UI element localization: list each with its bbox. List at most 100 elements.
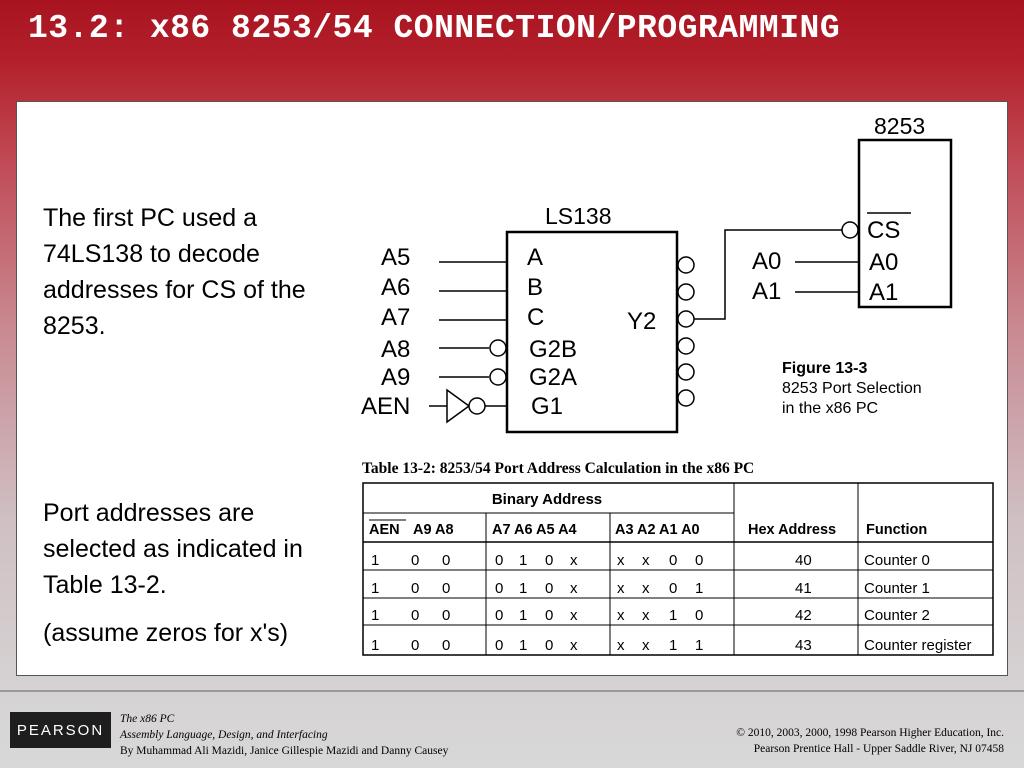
timer-input-a0: A0	[752, 248, 781, 275]
port-address-paragraph: Port addresses are selected as indicated…	[43, 499, 303, 599]
cell-a9: 0	[411, 552, 419, 569]
cell-a0: 0	[695, 607, 703, 624]
cell-a3: x	[617, 552, 625, 569]
cell-function: Counter 0	[864, 552, 930, 569]
cell-a7: 0	[495, 607, 503, 624]
timer-pin-cs: CS	[867, 217, 900, 244]
table-group-header: Binary Address	[492, 491, 602, 508]
cell-a1: 0	[669, 580, 677, 597]
cell-a5: 0	[545, 637, 553, 654]
cell-a9: 0	[411, 580, 419, 597]
ls138-chip-box	[505, 230, 679, 434]
cell-a7: 0	[495, 580, 503, 597]
book-title: The x86 PC	[120, 713, 175, 725]
table-header-function: Function	[866, 522, 927, 538]
cell-aen: 1	[371, 637, 379, 654]
cell-a0: 1	[695, 637, 703, 654]
cell-aen: 1	[371, 580, 379, 597]
table-header-a7a4: A7 A6 A5 A4	[492, 522, 577, 538]
decoder-pin-g2a: G2A	[529, 364, 577, 391]
output-bubble-y3	[677, 337, 695, 355]
table-border	[362, 482, 994, 656]
cell-a8: 0	[442, 552, 450, 569]
cell-a1: 1	[669, 637, 677, 654]
assumption-note: (assume zeros for x's)	[43, 619, 289, 647]
cell-a0: 0	[695, 552, 703, 569]
address-line-a9: A9	[381, 364, 410, 391]
output-bubble-y1	[677, 283, 695, 301]
timer-8253-chip-box	[857, 138, 953, 309]
port-address-table: Binary Address AEN A9 A8 A7 A6 A5 A4 A3 …	[362, 482, 994, 656]
cell-hex-address: 42	[795, 607, 812, 624]
table-header-hex: Hex Address	[748, 522, 836, 538]
output-bubble-y5	[677, 389, 695, 407]
copyright-text: © 2010, 2003, 2000, 1998 Pearson Higher …	[736, 727, 1004, 739]
cell-a3: x	[617, 637, 625, 654]
cell-hex-address: 40	[795, 552, 812, 569]
decoder-pin-b: B	[527, 274, 543, 301]
footer-divider	[0, 690, 1024, 692]
figure-caption-title: Figure 13-3	[782, 360, 868, 377]
cell-a2: x	[642, 607, 650, 624]
cell-function: Counter register	[864, 637, 972, 654]
cell-hex-address: 41	[795, 580, 812, 597]
cell-a4: x	[570, 607, 578, 624]
cell-a0: 1	[695, 580, 703, 597]
cell-a9: 0	[411, 637, 419, 654]
cell-a1: 1	[669, 607, 677, 624]
address-line-aen: AEN	[361, 393, 410, 420]
table-header-a9a8: A9 A8	[413, 522, 454, 538]
cell-a9: 0	[411, 607, 419, 624]
cell-a7: 0	[495, 552, 503, 569]
timer-pin-a1: A1	[869, 279, 898, 306]
figure-caption: Figure 13-3 8253 Port Selection in the x…	[782, 359, 922, 419]
cell-a6: 1	[519, 637, 527, 654]
copyright-notice: © 2010, 2003, 2000, 1998 Pearson Higher …	[736, 725, 1004, 757]
cell-a6: 1	[519, 552, 527, 569]
cell-a2: x	[642, 637, 650, 654]
intro-paragraph: The first PC used a 74LS138 to decode ad…	[43, 204, 306, 340]
cell-a5: 0	[545, 607, 553, 624]
book-credit: The x86 PC Assembly Language, Design, an…	[120, 711, 448, 759]
cell-a7: 0	[495, 637, 503, 654]
output-bubble-y4	[677, 363, 695, 381]
aen-inverter	[446, 388, 471, 424]
cell-function: Counter 2	[864, 607, 930, 624]
slide-title: 13.2: x86 8253/54 CONNECTION/PROGRAMMING	[28, 10, 841, 47]
figure-caption-line2: in the x86 PC	[782, 400, 879, 417]
address-line-a5: A5	[381, 244, 410, 271]
cell-a8: 0	[442, 580, 450, 597]
cell-a2: x	[642, 580, 650, 597]
cell-a3: x	[617, 607, 625, 624]
publisher-text: Pearson Prentice Hall - Upper Saddle Riv…	[753, 743, 1004, 755]
address-line-a8: A8	[381, 336, 410, 363]
timer-pin-a0: A0	[869, 249, 898, 276]
pearson-logo: PEARSON	[10, 712, 111, 748]
cell-a4: x	[570, 637, 578, 654]
content-panel: The first PC used a 74LS138 to decode ad…	[16, 101, 1008, 676]
table-header-aen: AEN	[369, 522, 400, 538]
cs-inversion-bubble	[841, 221, 859, 239]
cell-a6: 1	[519, 607, 527, 624]
address-line-a7: A7	[381, 304, 410, 331]
cell-aen: 1	[371, 552, 379, 569]
decoder-pin-g1: G1	[531, 393, 563, 420]
cell-a5: 0	[545, 580, 553, 597]
inversion-bubble-g2a	[489, 368, 507, 386]
cell-function: Counter 1	[864, 580, 930, 597]
cell-a8: 0	[442, 607, 450, 624]
cell-a5: 0	[545, 552, 553, 569]
decoder-pin-g2b: G2B	[529, 336, 577, 363]
address-line-a6: A6	[381, 274, 410, 301]
wire-y2-to-cs	[694, 229, 842, 320]
cell-a4: x	[570, 552, 578, 569]
book-authors: By Muhammad Ali Mazidi, Janice Gillespie…	[120, 745, 449, 757]
figure-caption-line1: 8253 Port Selection	[782, 380, 922, 397]
decoder-output-y2: Y2	[627, 308, 656, 335]
timer-input-a1: A1	[752, 278, 781, 305]
timer-8253-label: 8253	[874, 113, 925, 139]
